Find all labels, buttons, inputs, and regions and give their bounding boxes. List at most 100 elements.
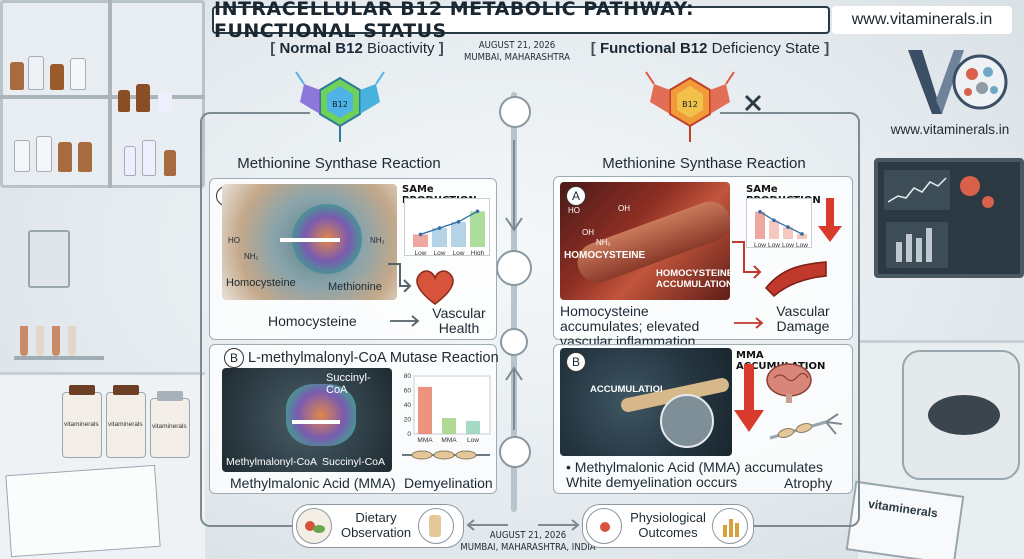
chem-ho: HO bbox=[568, 206, 580, 215]
left-enzyme-image: Homocysteine Methionine HO NH₂ NH₂ bbox=[222, 184, 397, 300]
right-panel-b-marker: B bbox=[566, 352, 586, 372]
clipboard-label: vitaminerals bbox=[867, 496, 939, 521]
right-heading-bold: Functional B12 bbox=[599, 40, 708, 57]
top-date-line1: AUGUST 21, 2026 bbox=[478, 40, 556, 51]
chart-tick-label: Low bbox=[754, 242, 766, 248]
wall-panel bbox=[28, 230, 70, 288]
network-icon bbox=[586, 508, 622, 544]
physiological-outcomes-label: Physiological Outcomes bbox=[630, 510, 706, 540]
brain-node-top-icon bbox=[499, 96, 531, 128]
chart-y-tick: 20 bbox=[404, 417, 412, 424]
test-tube-rack bbox=[14, 320, 104, 360]
left-loop-line bbox=[200, 112, 310, 527]
left-heading-rest: Bioactivity bbox=[367, 40, 435, 57]
chem-nh2-product: NH₂ bbox=[370, 236, 385, 245]
footer-connector-right bbox=[538, 519, 580, 531]
site-url[interactable]: www.vitaminerals.in bbox=[832, 6, 1012, 34]
chart-point bbox=[418, 232, 423, 237]
right-a-caption-right: Vascular Damage bbox=[776, 303, 830, 334]
chart-y-tick: 0 bbox=[407, 431, 411, 438]
bottle-label: vitaminerals bbox=[152, 423, 187, 430]
heart-icon bbox=[416, 270, 454, 305]
chart-y-tick: 80 bbox=[404, 373, 412, 380]
chart-point bbox=[758, 210, 762, 214]
chart-tick-label: Low bbox=[453, 250, 465, 256]
left-a-connector-arrow bbox=[388, 263, 412, 292]
chart-trend-line bbox=[420, 210, 478, 236]
homocysteine-image-label: HOMOCYSTEINE bbox=[564, 250, 646, 261]
spine-arrows-lower bbox=[505, 366, 523, 430]
chart-tick-label: Low bbox=[768, 242, 780, 248]
monitor-graph bbox=[888, 177, 947, 203]
methionine-image-label: Methionine bbox=[328, 281, 382, 293]
right-monitor bbox=[874, 158, 1024, 278]
chem-oh: OH bbox=[618, 204, 630, 213]
product-bottle-3: vitaminerals bbox=[150, 391, 190, 458]
homocysteine-image-label: Homocysteine bbox=[226, 277, 296, 289]
product-bottle-1: vitaminerals bbox=[62, 385, 102, 458]
logo-site-url: www.vitaminerals.in bbox=[890, 122, 1010, 137]
notebook bbox=[5, 464, 161, 558]
chart-point bbox=[786, 225, 790, 229]
right-a-caption-arrow bbox=[734, 317, 764, 329]
dietary-observation-label: Dietary Observation bbox=[340, 510, 412, 540]
bottom-date: AUGUST 21, 2026 MUMBAI, MAHARASHTRA, IND… bbox=[448, 530, 608, 554]
chart-bar bbox=[797, 233, 807, 239]
chem-nh2: NH₂ bbox=[596, 238, 611, 247]
chart-tick-label: Low bbox=[796, 242, 808, 248]
bottom-date-line2: MUMBAI, MAHARASHTRA, INDIA bbox=[460, 542, 596, 553]
chem-nh2: NH₂ bbox=[244, 252, 259, 261]
chart-tick-label: Low bbox=[782, 242, 794, 248]
right-neuron-image: ACCUMULATIOI bbox=[560, 348, 732, 456]
bottle-label: vitaminerals bbox=[108, 421, 143, 428]
chart-bar bbox=[413, 234, 428, 247]
supplement-icon bbox=[418, 508, 454, 544]
right-heading-rest: Deficiency State bbox=[711, 40, 821, 57]
svg-text:B12: B12 bbox=[682, 100, 698, 109]
succinyl-top-label: Succinyl-CoA bbox=[326, 372, 371, 396]
shelf-bottles-right bbox=[118, 80, 203, 180]
right-vessel-image: HO OH OH NH₂ HOMOCYSTEINE HOMOCYSTEINE A… bbox=[560, 182, 730, 300]
brain-node-bottom-icon bbox=[499, 436, 531, 468]
methylmalonyl-label: Methylmalonyl-CoA bbox=[226, 456, 318, 468]
chart-bar bbox=[769, 220, 779, 239]
right-b-caption-right: Atrophy bbox=[784, 475, 833, 491]
atrophy-neuron-icon bbox=[769, 413, 843, 440]
chart-tick-label: MMA bbox=[441, 437, 457, 444]
neuron-node-icon bbox=[496, 250, 532, 286]
left-b-title: L-methylmalonyl-CoA Mutase Reaction bbox=[248, 350, 499, 366]
chart-point bbox=[772, 218, 776, 223]
succinyl-image-label: Succinyl-CoA bbox=[322, 456, 386, 468]
outcome-chart-icon bbox=[712, 508, 748, 544]
big-down-arrow-icon bbox=[734, 364, 764, 432]
left-a-caption-left: Homocysteine bbox=[268, 313, 357, 329]
chart-y-tick: 60 bbox=[404, 388, 412, 395]
chart-point bbox=[456, 220, 461, 224]
bottle-label: vitaminerals bbox=[64, 421, 99, 428]
chart-tick-label: High bbox=[471, 250, 485, 256]
mma-accum-image-label: ACCUMULATIOI bbox=[590, 384, 663, 395]
left-a-caption-arrow bbox=[390, 315, 420, 327]
left-heading: [ Normal B12 Bioactivity ] bbox=[270, 40, 444, 57]
footer-connector-left bbox=[466, 519, 508, 531]
right-loop-line bbox=[720, 112, 860, 527]
shelf-bottles-lower bbox=[14, 132, 104, 172]
b12-molecule-deficient-icon: B12 bbox=[645, 71, 762, 142]
top-date: AUGUST 21, 2026 MUMBAI, MAHARASHTRA bbox=[450, 40, 584, 64]
chart-bar bbox=[783, 227, 793, 239]
chart-tick-label: MMA bbox=[417, 437, 433, 444]
right-panel-a-marker: A bbox=[566, 186, 586, 206]
left-reaction-title: Methionine Synthase Reaction bbox=[237, 155, 441, 172]
homocysteine-accum-label: HOMOCYSTEINE ACCUMULATION bbox=[656, 268, 730, 290]
chart-bar bbox=[451, 221, 466, 247]
chart-trend-line bbox=[759, 211, 803, 235]
chem-ho: HO bbox=[228, 236, 240, 245]
page-title: INTRACELLULAR B12 METABOLIC PATHWAY: FUN… bbox=[212, 0, 830, 42]
product-bottle-2: vitaminerals bbox=[106, 385, 146, 458]
central-pathway bbox=[511, 92, 517, 512]
chart-point bbox=[437, 226, 442, 230]
chart-bar bbox=[442, 418, 456, 434]
